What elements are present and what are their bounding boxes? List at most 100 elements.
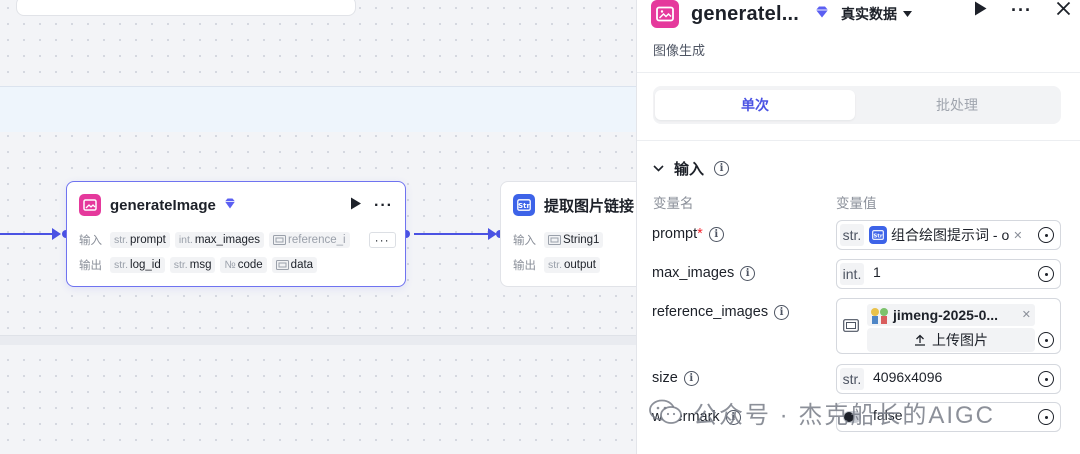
string-tool-icon: Str xyxy=(869,226,887,244)
image-type-icon xyxy=(273,235,287,245)
output-label: 输出 xyxy=(79,260,102,272)
node-generate-image[interactable]: generateImage ··· 输入 str.prompt int.max_… xyxy=(66,181,406,287)
size-value: 4096x4096 xyxy=(873,369,943,385)
watermark-field[interactable]: false xyxy=(836,402,1061,432)
node-actions: ··· xyxy=(350,197,393,215)
upload-image-button[interactable]: 上传图片 xyxy=(867,328,1035,352)
info-icon[interactable]: i xyxy=(740,265,756,281)
image-thumbnail-icon xyxy=(871,308,888,324)
run-mode-tabs: 单次 批处理 xyxy=(653,86,1061,124)
panel-header: generatel... 真实数据 ··· xyxy=(651,0,1071,28)
info-icon[interactable]: i xyxy=(683,370,699,386)
tab-batch[interactable]: 批处理 xyxy=(936,97,978,113)
upload-label: 上传图片 xyxy=(932,332,988,348)
type-tag: str. xyxy=(840,368,864,390)
svg-text:Str: Str xyxy=(518,202,530,210)
node-input-row: 输入 String1 xyxy=(513,232,604,248)
input-chip-prompt: str.prompt xyxy=(110,232,170,248)
divider xyxy=(637,140,1080,141)
node-input-row: 输入 str.prompt int.max_images reference_i… xyxy=(79,232,396,248)
field-label-prompt: prompt* i xyxy=(652,226,724,242)
connector-in-arrow xyxy=(52,228,61,240)
test-run-panel: generatel... 真实数据 ··· 图像生成 单次 批处理 输入 i 变… xyxy=(636,0,1080,454)
column-header-value: 变量值 xyxy=(836,196,877,211)
image-type-icon xyxy=(548,235,561,245)
remove-icon[interactable]: ✕ xyxy=(1021,309,1031,321)
variable-ref-icon[interactable] xyxy=(1038,266,1054,282)
close-icon[interactable] xyxy=(1056,0,1071,21)
prompt-value: 组合绘图提示词 - o xyxy=(891,227,1010,243)
watermark-value: false xyxy=(873,407,903,423)
variable-ref-icon[interactable] xyxy=(1038,409,1054,425)
max-images-field[interactable]: int. 1 xyxy=(836,259,1061,289)
remove-icon[interactable]: ✕ xyxy=(1013,229,1023,242)
info-icon[interactable]: i xyxy=(774,304,790,320)
variable-ref-icon[interactable] xyxy=(1038,227,1054,243)
tab-single[interactable]: 单次 xyxy=(655,90,855,120)
field-label-reference-images: reference_images i xyxy=(652,304,790,320)
reference-image-name: jimeng-2025-0... xyxy=(893,307,999,323)
variable-ref-icon[interactable] xyxy=(1038,371,1054,387)
prompt-reference-chip[interactable]: Str 组合绘图提示词 - o ✕ xyxy=(869,224,1022,246)
node-title: 提取图片链接 xyxy=(544,197,635,215)
node-more-button[interactable]: ··· xyxy=(374,197,393,214)
divider xyxy=(637,72,1080,73)
chevron-down-icon xyxy=(653,165,664,172)
prompt-field[interactable]: str. Str 组合绘图提示词 - o ✕ xyxy=(836,220,1061,250)
connector-mid-arrow xyxy=(488,228,497,240)
data-mode-label: 真实数据 xyxy=(841,6,897,22)
data-mode-dropdown[interactable]: 真实数据 xyxy=(841,4,912,24)
input-chip-string1: String1 xyxy=(544,232,604,248)
info-icon[interactable]: i xyxy=(725,409,741,425)
image-gen-icon xyxy=(79,194,101,216)
upload-icon xyxy=(915,334,925,346)
connector-mid[interactable] xyxy=(414,233,490,235)
info-icon[interactable]: i xyxy=(714,161,730,176)
size-field[interactable]: str. 4096x4096 xyxy=(836,364,1061,394)
required-mark: * xyxy=(697,226,703,242)
canvas-group-band-bottom xyxy=(0,335,640,345)
gem-icon xyxy=(815,5,829,23)
more-inputs-button[interactable]: ··· xyxy=(368,232,396,248)
caret-down-icon xyxy=(903,11,912,17)
variable-ref-icon[interactable] xyxy=(1038,332,1054,348)
image-type-icon xyxy=(275,260,289,270)
canvas-top-node-card[interactable] xyxy=(16,0,356,16)
node-header: generateImage xyxy=(79,194,236,216)
run-button[interactable] xyxy=(974,0,987,21)
node-output-row: 输出 str.output xyxy=(513,257,600,273)
input-chip-reference: reference_i xyxy=(269,232,350,248)
reference-image-chip[interactable]: jimeng-2025-0... ✕ xyxy=(867,304,1035,326)
info-icon[interactable]: i xyxy=(708,226,724,242)
reference-images-field[interactable]: jimeng-2025-0... ✕ 上传图片 xyxy=(836,298,1061,354)
image-gen-icon xyxy=(651,0,679,28)
type-tag: int. xyxy=(840,263,864,285)
connector-in[interactable] xyxy=(0,233,52,235)
input-label: 输入 xyxy=(79,235,102,247)
column-header-name: 变量名 xyxy=(653,196,694,211)
svg-text:Str: Str xyxy=(873,233,883,239)
type-tag: str. xyxy=(840,224,864,246)
input-label: 输入 xyxy=(513,235,536,247)
image-type-icon xyxy=(843,319,859,337)
canvas-group-band xyxy=(0,86,640,132)
panel-title: generatel... xyxy=(691,2,799,25)
field-label-watermark: watermark i xyxy=(652,409,741,425)
output-chip-msg: str.msg xyxy=(169,257,216,273)
node-extract-link[interactable]: Str 提取图片链接 输入 String1 输出 str.output xyxy=(500,181,650,287)
output-label: 输出 xyxy=(513,260,536,272)
more-options-button[interactable]: ··· xyxy=(1011,0,1032,20)
watermark-toggle[interactable] xyxy=(843,411,861,423)
string-tool-icon: Str xyxy=(513,194,535,216)
input-chip-max-images: int.max_images xyxy=(174,232,265,248)
max-images-value: 1 xyxy=(873,264,881,280)
panel-tools: ··· xyxy=(974,0,1071,21)
field-label-max-images: max_images i xyxy=(652,265,756,281)
node-main-out-port[interactable] xyxy=(402,230,410,238)
run-node-button[interactable] xyxy=(350,197,362,215)
node-header: Str 提取图片链接 xyxy=(513,194,634,216)
input-section-toggle[interactable]: 输入 i xyxy=(653,158,730,179)
output-chip-log-id: str.log_id xyxy=(110,257,165,273)
